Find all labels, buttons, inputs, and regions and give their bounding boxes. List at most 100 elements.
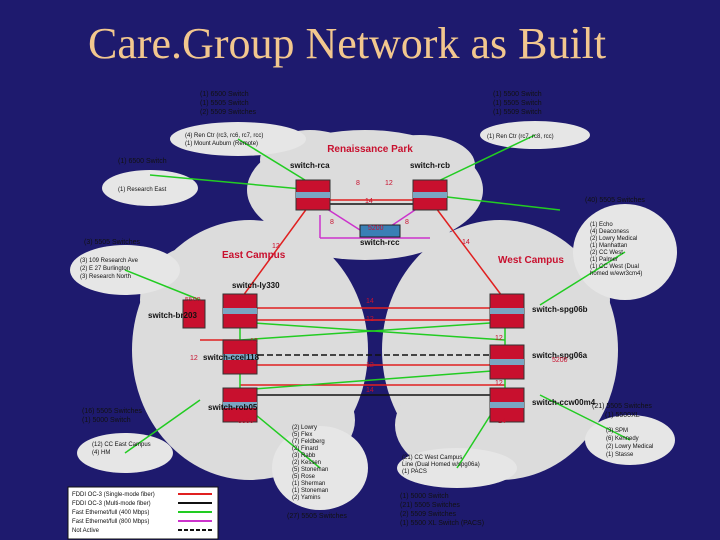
callout-line: (5) Rose — [292, 474, 316, 480]
callout-rp-left: (4) Ren Ctr (rc3, rc6, rc7, rcc) (1) Mou… — [185, 133, 263, 147]
link-label: 5500 — [185, 297, 201, 304]
callout-line: (1) 6500 Switch — [200, 91, 249, 98]
link-label: 8 — [405, 219, 409, 226]
link-label: 12 — [272, 243, 280, 250]
callout-line: (4) Deaconess — [590, 229, 629, 235]
switch-label-rcb: switch-rcb — [410, 161, 450, 170]
callout-line: (1) 5500 XL Switch (PACS) — [400, 520, 484, 527]
switch-label-rob05: switch-rob05 — [208, 403, 258, 412]
callout-line: (1) Stoneman — [292, 488, 328, 494]
callout-line: (6) Kennedy — [606, 436, 639, 442]
link-numbers: 8 12 14 8 8 12 14 14 12 12 12 12 12 12 1… — [185, 180, 568, 425]
callout-line: (2) Finard — [292, 446, 318, 452]
switch-label-ccel118: switch-ccel118 — [203, 353, 260, 362]
link-label: 5200 — [238, 297, 254, 304]
callout-line: (16) 5505 Switches — [82, 408, 142, 415]
callout-line: (3) Research North — [80, 274, 131, 280]
callout-line: (1) 5000 Switch — [82, 417, 131, 424]
callout-line: (2) Kessen — [292, 460, 321, 466]
callout-lower-mid: (2) Lowry (5) Flex (7) Feldberg (2) Fina… — [292, 425, 328, 501]
callout-lower-mid-foot: (27) 5505 Switches — [287, 513, 347, 520]
callout-rp-right: (1) Ren Ctr (rc7, rc8, rcc) — [487, 134, 554, 140]
callout-lower-left: (16) 5505 Switches (1) 5000 Switch — [82, 408, 142, 424]
callout-line: (2) Lowry Medical — [606, 444, 653, 450]
callout-top-right: (1) 5500 Switch (1) 5505 Switch (1) 5509… — [493, 91, 542, 116]
link-label: 8 — [330, 219, 334, 226]
callout-line: (1) 5500 Switch — [493, 91, 542, 98]
callout-line: (1) 5509 Switch — [493, 109, 542, 116]
callout-line: (1) CC West (Dual — [590, 264, 639, 270]
callout-line: (21) 5505 Switches — [592, 403, 652, 410]
callout-line: (1) Manhattan — [590, 243, 627, 249]
callout-line: (21) CC West Campus — [402, 455, 462, 461]
link-label: 5500 — [508, 297, 524, 304]
callout-line: (21) 5505 Switches — [400, 502, 460, 509]
callout-lower-right-list: (3) SPM (6) Kennedy (2) Lowry Medical (1… — [606, 428, 653, 458]
callout-line: (1) PACS — [402, 469, 427, 475]
callout-line: (5) Stoneman — [292, 467, 328, 473]
callout-east-list: (3) 109 Research Ave (2) E 27 Burlington… — [80, 258, 139, 280]
switch-devices — [182, 179, 525, 423]
link-label: 14 — [365, 198, 373, 205]
callout-top-left: (1) 6500 Switch (1) 5505 Switch (2) 5509… — [200, 91, 257, 116]
callout-line: (4) HM — [92, 450, 110, 456]
link-label: 14 — [366, 298, 374, 305]
switch-label-spg06a: switch-spg06a — [532, 351, 588, 360]
callout-east-head: (3) 5505 Switches — [84, 239, 141, 246]
link-label: 12 — [495, 335, 503, 342]
slide-title: Care.Group Network as Built — [88, 19, 607, 68]
link-label: 8 — [356, 180, 360, 187]
callout-line: (2) 5509 Switches — [400, 511, 457, 518]
callout-line: (2) Lowry Medical — [590, 236, 637, 242]
callout-line: (3) Rabb — [292, 453, 316, 459]
callout-line: (2) CC West — [590, 250, 623, 256]
link-label: 12 — [366, 316, 374, 323]
legend-label: Not Active — [72, 528, 100, 534]
callout-cc-west: (21) CC West Campus Line (Dual Homed w/s… — [402, 455, 480, 475]
switch-label-br203: switch-br203 — [148, 311, 197, 320]
switch-label-spg06b: switch-spg06b — [532, 305, 588, 314]
link-label: 12 — [385, 180, 393, 187]
west-campus-caption: West Campus — [498, 255, 564, 266]
link-label: 5200 — [368, 225, 384, 232]
callout-line: (12) CC East Campus — [92, 442, 151, 448]
legend-label: Fast Ethernet/full (800 Mbps) — [72, 519, 149, 525]
callout-line: (1) Stasse — [606, 452, 634, 458]
callout-line: (2) E 27 Burlington — [80, 266, 130, 272]
legend-label: FDDI OC-3 (Multi-mode fiber) — [72, 501, 151, 507]
callout-line: (2) Lowry — [292, 425, 317, 431]
callout-line: (1) 5500XL — [605, 412, 640, 419]
callout-line: (5) Flex — [292, 432, 312, 438]
renaissance-caption: Renaissance Park — [327, 144, 413, 155]
link-label: 12 — [495, 380, 503, 387]
legend-label: FDDI OC-3 (Single-mode fiber) — [72, 492, 155, 498]
callout-bottom-right: (1) 5000 Switch (21) 5505 Switches (2) 5… — [400, 493, 484, 527]
callout-lower-right: (21) 5505 Switches (1) 5500XL — [592, 403, 652, 419]
callout-line: (7) Feldberg — [292, 439, 325, 445]
legend-label: Fast Ethernet/full (400 Mbps) — [72, 510, 149, 516]
link-label: 14 — [498, 418, 506, 425]
link-label: 12 — [366, 362, 374, 369]
callout-line: (4) Ren Ctr (rc3, rc6, rc7, rcc) — [185, 133, 263, 139]
callout-line: (2) 5509 Switches — [200, 109, 257, 116]
callout-line: (1) 5505 Switch — [200, 100, 249, 107]
callout-line: (2) Yamins — [292, 495, 320, 501]
switch-label-ccw00m4: switch-ccw00m4 — [532, 398, 596, 407]
callout-line: (1) Palmer — [590, 257, 618, 263]
switch-label-rcc: switch-rcc — [360, 238, 400, 247]
link-label: 12 — [190, 355, 198, 362]
switch-label-ly330: switch-ly330 — [232, 281, 280, 290]
callout-west-list: (1) Echo (4) Deaconess (2) Lowry Medical… — [590, 222, 642, 277]
link-label: 14 — [462, 239, 470, 246]
east-campus-caption: East Campus — [222, 250, 286, 261]
switch-label-rca: switch-rca — [290, 161, 330, 170]
callout-line: (3) SPM — [606, 428, 628, 434]
callout-line: (1) Sherman — [292, 481, 325, 487]
callout-line: (3) 109 Research Ave — [80, 258, 139, 264]
callout-line: (1) 5505 Switch — [493, 100, 542, 107]
callout-line: (1) Echo — [590, 222, 613, 228]
callout-research-head: (1) 6500 Switch — [118, 158, 167, 165]
link-label: 14 — [366, 387, 374, 394]
